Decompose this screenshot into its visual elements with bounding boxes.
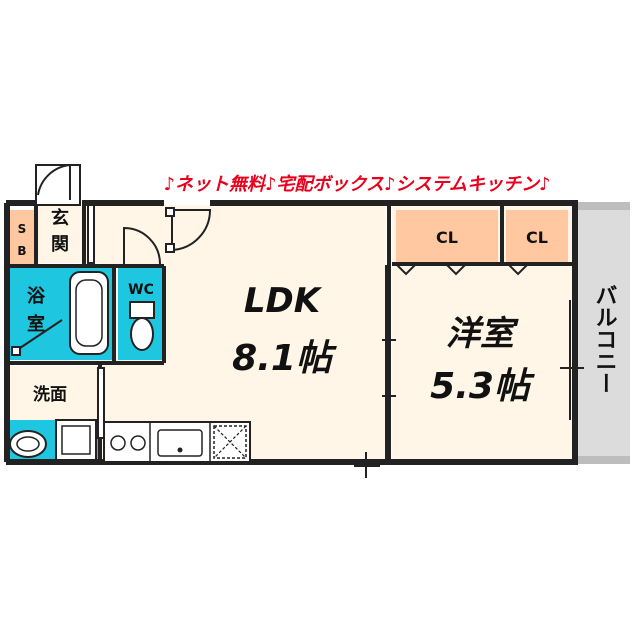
shoe-box-label-1: S (18, 222, 27, 236)
toilet-door (123, 226, 161, 268)
bathroom-door (11, 319, 63, 356)
ldk-size-label: 8.1帖 (232, 338, 338, 379)
balcony-label: バルコニー (592, 284, 617, 394)
closet-2-label: CL (526, 228, 548, 247)
bathroom-label-1: 浴 (27, 286, 46, 307)
washing-machine-icon (55, 419, 97, 461)
entrance-door (35, 164, 81, 206)
shoe-box-label-2: B (17, 244, 26, 258)
washbasin-icon (9, 430, 47, 458)
closet-1-label: CL (436, 228, 458, 247)
toilet-label: WC (128, 282, 154, 298)
bathtub-icon (69, 271, 109, 355)
closet-1 (396, 210, 498, 262)
shoe-box (10, 210, 36, 265)
bathroom-floor (10, 268, 62, 360)
toilet-icon (129, 301, 155, 351)
western-room-size-label: 5.3帖 (430, 366, 536, 407)
sink-icon (157, 429, 203, 457)
banner-text: ♪ネット無料♪宅配ボックス♪システムキッチン♪ (164, 174, 551, 195)
sliding-door (382, 265, 396, 460)
closet-doors (395, 263, 529, 276)
balcony-floor (574, 202, 630, 464)
ldk-door (165, 207, 212, 253)
stove-icon (110, 435, 146, 451)
bathroom-label-2: 室 (27, 313, 45, 335)
refrigerator-icon (213, 425, 247, 459)
balcony-window (560, 300, 584, 420)
entrance-label-1: 玄 (51, 207, 69, 229)
ldk-label: LDK (244, 281, 323, 321)
entrance-label-2: 関 (51, 234, 69, 255)
western-room-label: 洋室 (446, 314, 519, 354)
washroom-label: 洗面 (33, 384, 67, 405)
closet-2 (506, 210, 568, 262)
